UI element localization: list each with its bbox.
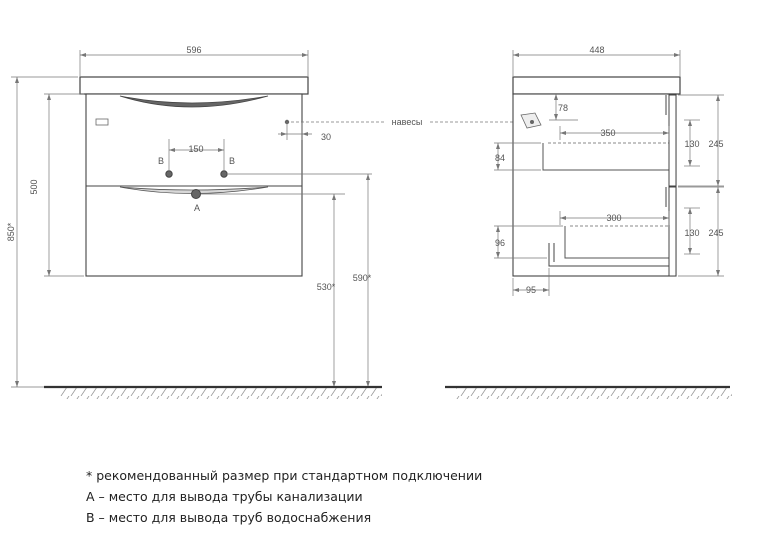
- front-arrowheads: [15, 53, 370, 387]
- lower-drawer-front-label: 96: [495, 238, 505, 248]
- depth-label: 448: [589, 45, 604, 55]
- upper-handle-curve: [119, 95, 269, 108]
- left-bracket: [95, 118, 109, 126]
- overall-height-label: 850*: [6, 222, 16, 241]
- marker-b-right: B: [229, 156, 235, 166]
- pipe-spacing-label: 150: [188, 144, 203, 154]
- side-floor: [445, 385, 732, 399]
- side-labels: 448 78 350 84 300 96 95 130 245 130 245: [495, 45, 724, 295]
- cabinet-body: [85, 93, 303, 277]
- side-view: [512, 76, 681, 277]
- upper-drawer-front-label: 84: [495, 153, 505, 163]
- front-dimensions: [11, 50, 520, 388]
- water-pipe-right: [220, 170, 228, 178]
- marker-a: A: [194, 203, 200, 213]
- front-labels: 596 850* 500 150 B B A 30 навесы 530* 59…: [6, 45, 422, 292]
- body-height-label: 500: [29, 179, 39, 194]
- floor-to-outlet-label: 530*: [317, 282, 336, 292]
- side-top: [512, 76, 681, 95]
- siphon-cutout: [548, 243, 669, 267]
- upper-facade: [668, 94, 677, 187]
- note-recommended-size: * рекомендованный размер при стандартном…: [86, 468, 483, 483]
- upper-facade-label: 245: [708, 139, 723, 149]
- lower-drawer-height-label: 130: [684, 228, 699, 238]
- hanger-offset-label: 30: [321, 132, 331, 142]
- water-pipe-left: [165, 170, 173, 178]
- lower-facade-label: 245: [708, 228, 723, 238]
- hanger-drop-label: 78: [558, 103, 568, 113]
- side-arrowheads: [496, 53, 720, 292]
- upper-drawer-height-label: 130: [684, 139, 699, 149]
- front-view: [79, 76, 309, 277]
- sewer-outlet: [191, 189, 201, 199]
- note-water-supply: В – место для вывода труб водоснабжения: [86, 510, 372, 525]
- width-label: 596: [186, 45, 201, 55]
- hangers-label: навесы: [392, 117, 423, 127]
- lower-drawer-length-label: 300: [606, 213, 621, 223]
- basin-top: [79, 76, 309, 95]
- lower-facade: [668, 186, 677, 277]
- notes-block: * рекомендованный размер при стандартном…: [86, 465, 686, 528]
- plinth-label: 95: [526, 285, 536, 295]
- front-floor: [44, 385, 382, 399]
- side-dimensions: [494, 50, 724, 296]
- upper-drawer-length-label: 350: [600, 128, 615, 138]
- floor-to-hanger-label: 590*: [353, 273, 372, 283]
- note-sewer-outlet: А – место для вывода трубы канализации: [86, 489, 363, 504]
- marker-b-left: B: [158, 156, 164, 166]
